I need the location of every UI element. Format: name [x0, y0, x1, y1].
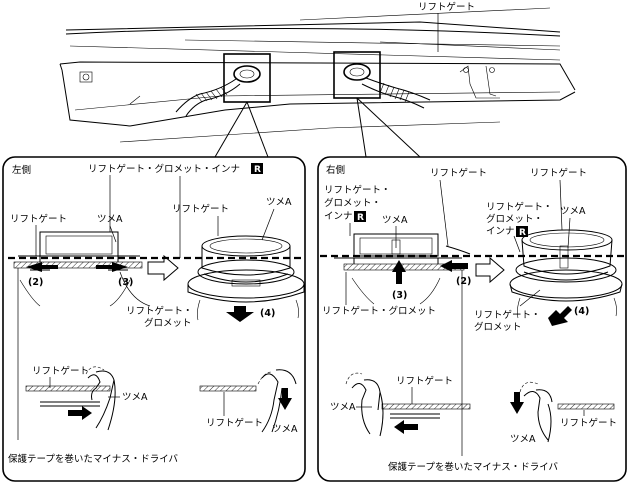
right-grommet-callout-box — [333, 51, 381, 99]
push-arrow-left — [26, 262, 58, 272]
push-up-arrow — [392, 260, 406, 284]
r-badge-right-text: R — [357, 213, 364, 223]
detail-view-right-1: リフトゲート ツメA — [330, 372, 471, 437]
inner2-label-line3: インナ — [486, 226, 515, 237]
inner-label-line3: インナ — [324, 211, 353, 222]
r-badge-right2-text: R — [519, 228, 526, 238]
liftgate-label-center: リフトゲート — [172, 203, 229, 215]
r-badge-right2 — [516, 226, 528, 237]
right-panel: 右側 リフトゲート リフトゲート・ グロメット・ インナ R ツメA (3) (… — [317, 156, 627, 482]
detail-r-liftgate-label: リフトゲート — [396, 375, 453, 387]
pull-down-arrow-right — [548, 306, 572, 326]
right-panel-frame — [317, 156, 627, 482]
grommet-label-line1: リフトゲート・ — [126, 305, 193, 317]
inner2-label-line1: リフトゲート・ — [486, 201, 553, 213]
detail2-r-claw-label: ツメA — [510, 434, 536, 445]
pull-down-arrow — [226, 306, 254, 322]
inner2-label-line2: グロメット・ — [486, 213, 543, 225]
detail-claw-label: ツメA — [122, 392, 148, 403]
step-3-label: (3) — [118, 277, 133, 288]
grommet-label-right: リフトゲート・グロメット — [322, 305, 436, 317]
step-2-label: (2) — [28, 277, 43, 288]
push-arrow-right — [96, 262, 128, 272]
detail2-claw-label: ツメA — [272, 424, 298, 435]
claw2-label: ツメA — [560, 206, 586, 217]
inner-label-line1: リフトゲート・ — [324, 184, 391, 196]
left-panel-frame — [2, 156, 306, 482]
detail-liftgate-label: リフトゲート — [32, 365, 89, 377]
push-arrow-right-panel — [440, 260, 468, 272]
step-4-label: (4) — [260, 308, 275, 319]
liftgate-label-right-side: リフトゲート — [530, 167, 587, 179]
liftgate-overview: リフトゲート — [59, 1, 576, 143]
liftgate-label-top: リフトゲート — [418, 1, 475, 13]
right-side-label: 右側 — [326, 164, 345, 176]
claw-label-right: ツメA — [266, 197, 292, 208]
liftgate-label-right-top: リフトゲート — [430, 167, 487, 179]
screwdriver-label-right: 保護テープを巻いたマイナス・ドライバ — [388, 461, 559, 473]
r-badge-text: R — [254, 165, 261, 175]
transition-arrow — [147, 254, 179, 282]
left-side-label: 左側 — [12, 164, 31, 176]
grommet-perspective-right — [509, 229, 623, 319]
left-panel: 左側 リフトゲート・グロメット・インナ R リフトゲート ツメA リフトゲート … — [2, 156, 306, 482]
grommet2-label-line2: グロメット — [474, 321, 522, 333]
claw-label-left: ツメA — [97, 214, 123, 225]
r-badge — [251, 163, 263, 174]
screwdriver-label: 保護テープを巻いたマイナス・ドライバ — [8, 453, 179, 465]
inner-label-line2: グロメット・ — [324, 197, 381, 209]
grommet-label-line2: グロメット — [144, 317, 192, 329]
step-3-right-label: (3) — [392, 290, 407, 301]
grommet2-label-line1: リフトゲート・ — [474, 309, 541, 321]
claw-label-right-panel: ツメA — [382, 215, 408, 226]
detail-view-left: リフトゲート ツメA — [25, 365, 148, 431]
step-4-right-label: (4) — [574, 306, 589, 317]
grommet-perspective — [187, 235, 305, 321]
inner-grommet-label: リフトゲート・グロメット・インナ — [88, 163, 240, 175]
step-2-right-label: (2) — [456, 276, 471, 287]
detail-view-right: リフトゲート ツメA — [199, 369, 298, 435]
detail-r-claw-label: ツメA — [330, 402, 356, 413]
detail2-r-liftgate-label: リフトゲート — [560, 417, 617, 429]
detail-view-right-2: ツメA リフトゲート — [510, 381, 617, 445]
transition-arrow-right — [475, 256, 505, 284]
r-badge-right — [354, 211, 366, 222]
detail2-liftgate-label: リフトゲート — [206, 417, 263, 429]
liftgate-label-left: リフトゲート — [10, 213, 67, 225]
